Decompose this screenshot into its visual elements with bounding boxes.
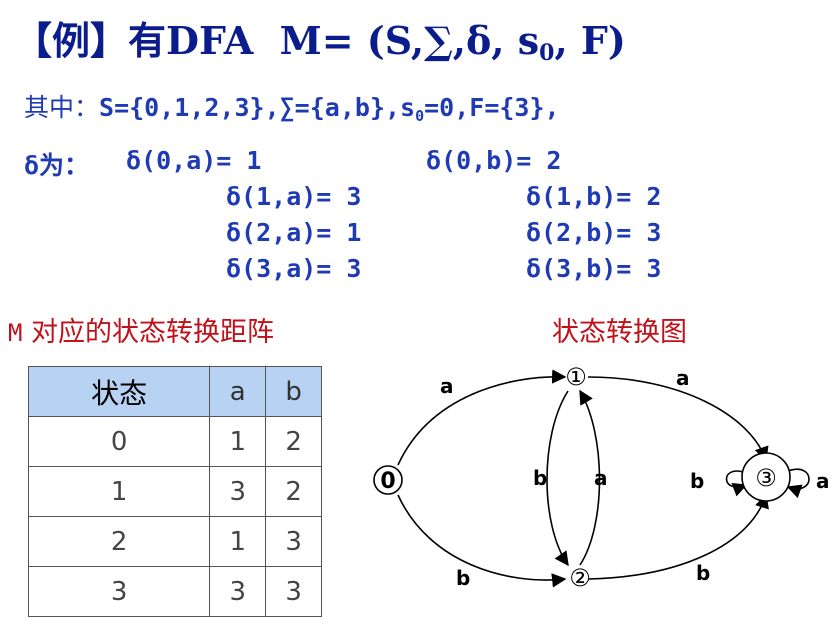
table-row: 3 3 3 [27,566,322,617]
table-cell: 2 [265,416,322,467]
edge-0-1 [397,369,567,466]
matrix-caption: M 对应的状态转换距阵 [8,310,274,349]
edge-label-2-1: a [594,466,608,490]
state-diagram: 0 ① ② ③ a b a b a b b a [373,363,830,592]
table-cell: 1 [209,516,267,567]
matrix-caption-m: M [8,319,23,347]
title-tuple: M= (S,∑,δ, s [279,18,540,63]
delta-3a: δ(3,a)= 3 [226,254,362,283]
table-cell: 3 [265,516,322,567]
edge-label-0-2: b [456,566,470,590]
edge-1-3 [587,376,769,462]
delta-3b: δ(3,b)= 3 [526,254,662,283]
node-0: 0 [373,465,403,495]
table-cell: 1 [27,466,211,517]
edge-2-1 [579,389,601,566]
page-title: 【例】有DFA M= (S,∑,δ, s0, F) [14,10,626,66]
definition-subscript: 0 [415,107,425,125]
table-cell: 3 [209,566,267,617]
definition-line: 其中：S={0,1,2,3},∑={a,b},s0=0,F={3}, [24,88,560,125]
table-row: 1 3 2 [27,466,322,517]
table-cell: 3 [27,566,211,617]
definition-part1: S={0,1,2,3},∑={a,b},s [99,93,416,122]
edge-0-2 [397,494,567,588]
delta-2a: δ(2,a)= 1 [226,218,362,247]
table-cell: 0 [27,416,211,467]
delta-1b: δ(1,b)= 2 [526,182,662,211]
table-row: 2 1 3 [27,516,322,567]
table-header-b: b [265,366,322,417]
edge-label-3-3-a: a [816,469,830,493]
edge-2-3 [587,493,769,580]
edge-label-1-3: a [676,366,690,390]
title-subscript: 0 [539,40,555,66]
node-3-label: ③ [755,464,777,492]
transition-table: 状态 a b 0 1 2 1 3 2 2 1 3 3 3 3 [27,366,322,617]
edge-label-0-1: a [440,374,454,398]
title-prefix: 【例】有DFA [14,18,254,63]
node-2: ② [569,564,591,592]
definition-label: 其中： [24,93,100,122]
matrix-caption-text: 对应的状态转换距阵 [31,317,275,348]
node-1-label: ① [565,363,587,391]
delta-0b: δ(0,b)= 2 [426,146,562,175]
table-cell: 2 [265,466,322,517]
node-0-label: 0 [380,469,395,494]
node-1: ① [565,363,587,391]
table-cell: 3 [265,566,322,617]
table-header-row: 状态 a b [27,366,322,417]
delta-2b: δ(2,b)= 3 [526,218,662,247]
table-row: 0 1 2 [27,416,322,467]
node-2-label: ② [569,564,591,592]
edge-label-1-2: b [533,466,547,490]
delta-label: δ为： [24,151,90,180]
table-cell: 3 [209,466,267,517]
edge-1-2 [546,390,569,567]
node-3: ③ [741,452,791,502]
edge-3-3-a [786,468,810,499]
title-tuple-end: , F) [554,18,626,63]
table-header-a: a [209,366,267,417]
definition-part2: =0,F={3}, [424,93,560,122]
delta-1a: δ(1,a)= 3 [226,182,362,211]
delta-0a: δ(0,a)= 1 [126,146,262,175]
table-header-state: 状态 [27,366,211,417]
edge-3-3-b [725,470,748,497]
edge-label-3-3-b: b [690,469,704,493]
table-cell: 1 [209,416,267,467]
diagram-caption: 状态转换图 [552,317,687,348]
table-cell: 2 [27,516,211,567]
edge-label-2-3: b [696,561,710,585]
